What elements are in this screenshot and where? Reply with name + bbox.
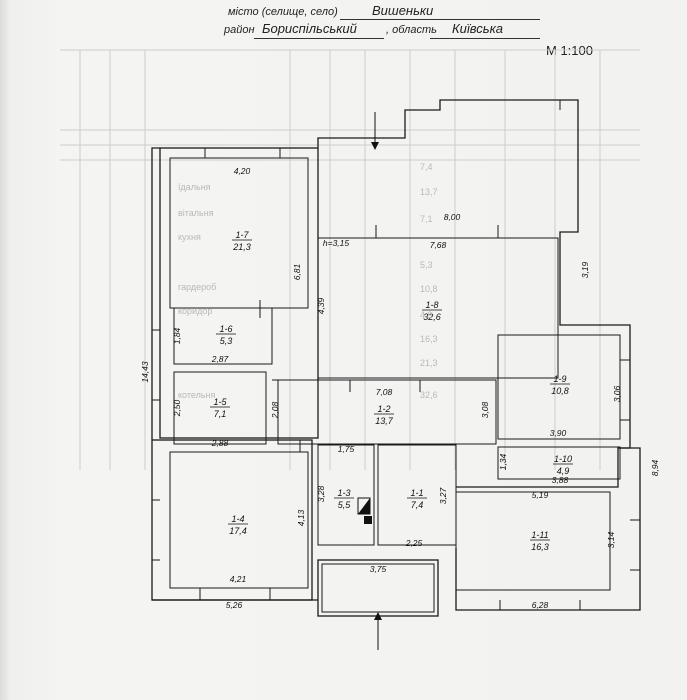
ghost-table-value: 7,1 bbox=[420, 214, 433, 224]
room-outline-1-3 bbox=[317, 444, 375, 546]
room-id-label: 1-11 bbox=[531, 530, 548, 540]
room-id-label: 1-4 bbox=[231, 514, 244, 524]
dimension-label: 4,21 bbox=[230, 574, 247, 584]
oblast-value: Київська bbox=[452, 21, 503, 36]
dimension-label: 8,94 bbox=[650, 459, 660, 476]
district-label: район bbox=[224, 24, 255, 36]
room-outline-1-5 bbox=[173, 371, 267, 445]
ghost-table-word: гардероб bbox=[178, 282, 216, 292]
room-area-label: 16,3 bbox=[531, 542, 549, 552]
background-table-ghost bbox=[60, 49, 640, 470]
room-id-label: 1-5 bbox=[213, 397, 227, 407]
ghost-table-value: 16,3 bbox=[420, 334, 438, 344]
city-label: місто (селище, село) bbox=[228, 6, 338, 18]
ghost-table-value: 21,3 bbox=[420, 358, 438, 368]
room-id-label: 1-8 bbox=[425, 300, 438, 310]
city-value: Вишеньки bbox=[372, 3, 434, 18]
room-outline-1-8 bbox=[317, 99, 631, 449]
oblast-underline bbox=[430, 38, 540, 39]
entrance-arrow-bottom bbox=[374, 612, 382, 650]
room-id-label: 1-2 bbox=[377, 404, 390, 414]
dimension-label: 4,13 bbox=[296, 509, 306, 526]
dimension-label: 3,14 bbox=[606, 531, 616, 548]
dimension-label: 3,28 bbox=[316, 485, 326, 502]
ghost-table-word: котельня bbox=[178, 390, 215, 400]
room-area-label: 17,4 bbox=[229, 526, 247, 536]
room-id-label: 1-3 bbox=[337, 488, 350, 498]
boiler-icon bbox=[357, 497, 372, 524]
room-outline-1-11 bbox=[455, 447, 641, 611]
ghost-table-word: коридор bbox=[178, 306, 212, 316]
dimension-label: 1,75 bbox=[338, 444, 355, 454]
room-id-label: 1-6 bbox=[219, 324, 232, 334]
entrance-arrow-top bbox=[371, 112, 379, 150]
wall-openings bbox=[152, 100, 640, 610]
ghost-table-value: 7,4 bbox=[420, 162, 433, 172]
district-underline bbox=[254, 38, 384, 39]
room-outline-1-2 bbox=[277, 379, 497, 445]
dimension-label: 5,19 bbox=[532, 490, 549, 500]
dimension-label: 2,25 bbox=[405, 538, 423, 548]
room-area-label: 21,3 bbox=[232, 242, 251, 252]
room-outline-1-10 bbox=[497, 446, 621, 480]
dimension-label: 3,27 bbox=[438, 487, 448, 504]
dimension-label: 3,75 bbox=[370, 564, 387, 574]
dimension-label: 3,88 bbox=[552, 475, 569, 485]
dimension-label: 3,90 bbox=[550, 428, 567, 438]
dimension-label: 1,34 bbox=[498, 453, 508, 470]
room-area-label: 7,4 bbox=[411, 500, 424, 510]
room-outline-1-6 bbox=[173, 307, 273, 365]
district-value: Бориспільський bbox=[262, 21, 357, 36]
ghost-table-word: вітальня bbox=[178, 208, 214, 218]
oblast-label: , область bbox=[386, 24, 437, 36]
city-underline bbox=[340, 19, 540, 20]
dimension-label: 4,20 bbox=[234, 166, 251, 176]
dimension-label: 2,50 bbox=[172, 399, 182, 417]
ceiling-height-label: h=3,15 bbox=[323, 238, 350, 248]
dimension-label: 7,08 bbox=[376, 387, 393, 397]
room-area-label: 5,5 bbox=[338, 500, 352, 510]
dimension-label: 4,39 bbox=[316, 297, 326, 314]
ghost-table-word: кухня bbox=[178, 232, 201, 242]
room-area-label: 13,7 bbox=[375, 416, 394, 426]
outer-wall-west bbox=[151, 147, 160, 440]
dimension-label: 2,87 bbox=[211, 354, 229, 364]
dimension-label: 7,68 bbox=[430, 240, 447, 250]
ghost-table-word: їдальня bbox=[177, 182, 211, 192]
ghost-table-value: 13,7 bbox=[420, 187, 438, 197]
dimension-label: 6,28 bbox=[532, 600, 549, 610]
room-area-label: 7,1 bbox=[214, 409, 227, 419]
room-id-label: 1-1 bbox=[410, 488, 423, 498]
dimension-label: 5,26 bbox=[226, 600, 243, 610]
room-area-label: 5,3 bbox=[220, 336, 233, 346]
dimension-label: 8,00 bbox=[444, 212, 461, 222]
room-id-label: 1-9 bbox=[553, 374, 566, 384]
dimension-label: 2,08 bbox=[270, 401, 280, 419]
dimension-label: 3,08 bbox=[480, 401, 490, 418]
room-id-label: 1-10 bbox=[554, 454, 572, 464]
dimension-label: 14,43 bbox=[140, 361, 150, 383]
room-outline-1-9 bbox=[497, 334, 621, 440]
ghost-table-value: 4,9 bbox=[420, 310, 433, 320]
dimension-label: 6,81 bbox=[292, 263, 302, 280]
dimension-label: 2,88 bbox=[211, 438, 229, 448]
dimension-label: 3,19 bbox=[580, 261, 590, 278]
ghost-table-value: 5,3 bbox=[420, 260, 433, 270]
room-area-label: 32,6 bbox=[423, 312, 441, 322]
room-area-label: 4,9 bbox=[557, 466, 570, 476]
ghost-table-value: 10,8 bbox=[420, 284, 438, 294]
room-area-label: 10,8 bbox=[551, 386, 569, 396]
ghost-table-value: 32,6 bbox=[420, 390, 438, 400]
room-id-label: 1-7 bbox=[235, 230, 249, 240]
dimension-label: 1,84 bbox=[172, 327, 182, 344]
dimension-label: 3,06 bbox=[612, 385, 622, 402]
